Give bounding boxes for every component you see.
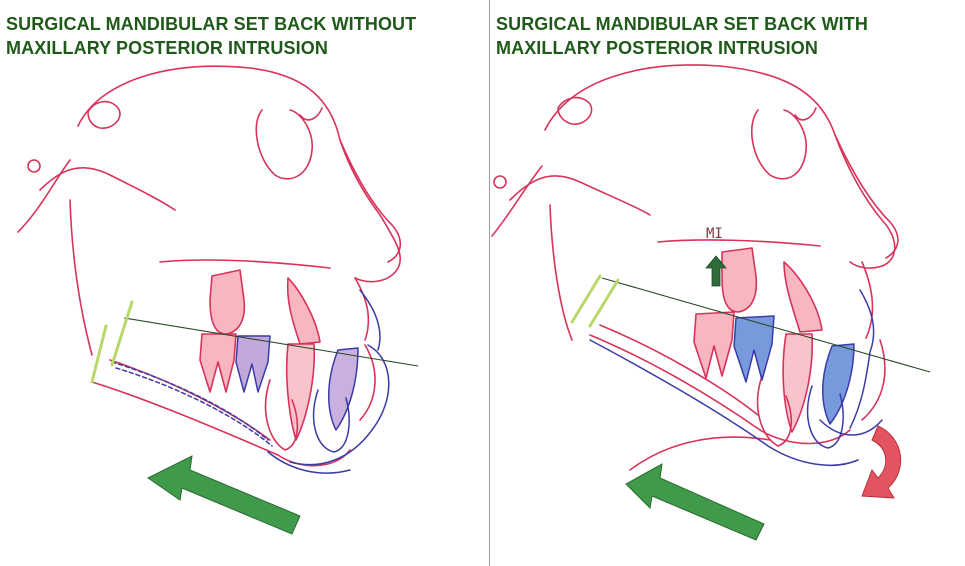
orbit-outline bbox=[752, 110, 806, 179]
panel-without-intrusion: SURGICAL MANDIBULAR SET BACK WITHOUT MAX… bbox=[0, 0, 489, 566]
mi-label: MI bbox=[706, 226, 723, 242]
green-arrow bbox=[148, 456, 300, 534]
ear-rod-circle bbox=[28, 160, 40, 172]
mandible-lower-border bbox=[92, 382, 278, 455]
soft-tissue-nose bbox=[835, 135, 898, 258]
lower-incisor-purple bbox=[329, 348, 358, 430]
maxilla-palate bbox=[160, 260, 330, 268]
lower-molar-red bbox=[694, 312, 734, 378]
lower-incisor-blue bbox=[823, 344, 854, 424]
red-curved-arrow bbox=[862, 426, 901, 498]
lower-incisor-red bbox=[287, 344, 315, 440]
upper-lip bbox=[862, 262, 872, 338]
nasal-bone bbox=[795, 108, 816, 120]
ruler-marks bbox=[92, 302, 132, 382]
cephalometric-tracing-right: MI bbox=[490, 0, 965, 566]
lower-molar-red bbox=[200, 334, 236, 392]
blue-soft-tissue bbox=[360, 290, 380, 350]
nasal-bone bbox=[300, 108, 322, 120]
sella-outline bbox=[558, 98, 592, 125]
skull-outline bbox=[78, 66, 400, 281]
upper-premolar-red bbox=[784, 262, 822, 332]
lower-molar-purple bbox=[236, 336, 270, 392]
green-arrow bbox=[626, 464, 764, 540]
orbit-outline bbox=[256, 110, 312, 179]
panel-with-intrusion: SURGICAL MANDIBULAR SET BACK WITH MAXILL… bbox=[490, 0, 965, 566]
ear-rod-circle bbox=[494, 176, 506, 188]
occlusal-reference-line bbox=[124, 318, 418, 366]
maxilla-palate bbox=[658, 240, 820, 246]
upper-premolar-red bbox=[288, 278, 320, 344]
ruler-marks bbox=[572, 276, 618, 326]
ramus-back bbox=[70, 200, 92, 355]
blue-dashed-upper bbox=[116, 368, 272, 446]
ramus-back bbox=[550, 205, 572, 340]
upper-molar-red bbox=[210, 270, 244, 334]
upper-lip bbox=[355, 278, 368, 340]
lower-lip bbox=[360, 345, 375, 420]
lower-mandible-extension bbox=[630, 437, 770, 470]
pterygoid-line bbox=[18, 160, 70, 232]
sella-outline bbox=[88, 102, 120, 129]
chin-blue bbox=[268, 452, 350, 473]
upper-molar-red bbox=[722, 248, 756, 312]
cephalometric-tracing-left bbox=[0, 0, 489, 566]
